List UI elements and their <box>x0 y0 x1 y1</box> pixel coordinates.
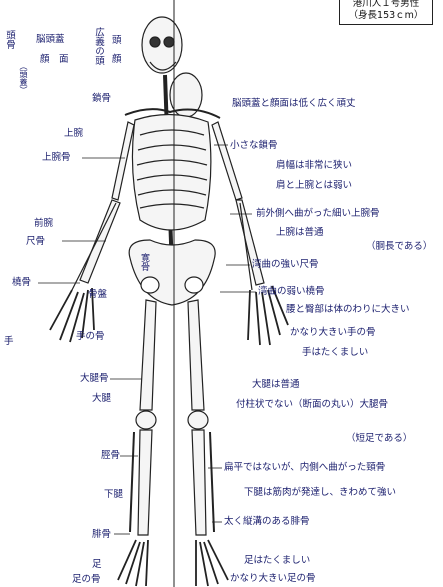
label-humerus: 上腕骨 <box>42 152 71 163</box>
note-thigh: 大腿は普通 <box>252 379 300 390</box>
rib-cage <box>132 114 210 230</box>
note-skull: 脳頭蓋と顔面は低く広く頑丈 <box>232 98 356 109</box>
note-hand: 手はたくましい <box>302 347 368 358</box>
label-foot: 足 <box>92 559 102 570</box>
left-humerus <box>112 122 134 200</box>
label-head-1: 頭 <box>112 35 122 46</box>
label-hand: 手 <box>4 336 14 347</box>
note-humerus: 前外側へ曲がった細い上腕骨 <box>256 208 380 219</box>
note-hand-bones: かなり大きい手の骨 <box>290 327 376 338</box>
left-foot <box>118 540 148 586</box>
note-lower-leg: 下腿は筋肉が発達し、きわめて強い <box>244 487 396 498</box>
right-femur <box>188 300 204 410</box>
note-upper-arm: 上腕は普通 <box>276 227 324 238</box>
note-foot-bones: かなり大きい足の骨 <box>230 573 316 584</box>
right-tibia <box>192 430 206 535</box>
left-femur <box>140 300 156 410</box>
pelvis <box>129 240 215 305</box>
note-foot: 足はたくましい <box>244 555 310 566</box>
label-lower-leg: 下腿 <box>104 489 123 500</box>
label-ulna: 尺骨 <box>26 236 45 247</box>
label-face: 顔 面 <box>40 54 69 65</box>
note-ulna: 湾曲の強い尺骨 <box>252 259 319 270</box>
label-head-broad: 広義の頭 <box>93 27 104 65</box>
label-sacrum: 寛骨 <box>138 253 149 271</box>
label-clavicle: 鎖骨 <box>92 93 111 104</box>
note-femur: 付柱状でない（断面の丸い）大腿骨 <box>236 399 388 410</box>
label-upper-arm: 上腕 <box>64 128 83 139</box>
label-femur: 大腿骨 <box>80 373 109 384</box>
label-head-bone-sub: （頭蓋） <box>18 62 29 94</box>
skull <box>142 17 182 73</box>
note-shoulder-width: 肩幅は非常に狭い <box>276 160 352 171</box>
note-long-torso: （胴長である） <box>366 241 432 252</box>
caption-title: 港川人１号男性 <box>340 0 432 10</box>
note-short-legs: （短足である） <box>346 433 412 444</box>
caption-height: （身長153ｃm） <box>340 10 432 22</box>
note-fibula: 太く縦溝のある腓骨 <box>224 516 310 527</box>
label-hand-bones: 手の骨 <box>76 331 105 342</box>
label-radius: 橈骨 <box>12 277 31 288</box>
note-clavicle: 小さな鎖骨 <box>230 140 278 151</box>
label-pelvis: 骨盤 <box>88 289 107 300</box>
label-head-bone: 頭骨 <box>4 30 15 49</box>
caption-box: 港川人１号男性 （身長153ｃm） <box>339 0 433 25</box>
right-fibula <box>210 432 214 532</box>
left-fibula <box>130 432 134 532</box>
label-thigh: 大腿 <box>92 393 111 404</box>
right-foot <box>196 540 228 586</box>
left-tibia <box>138 430 152 535</box>
note-hips: 腰と臀部は体のわりに大きい <box>286 304 410 315</box>
label-forearm: 前腕 <box>34 218 53 229</box>
right-humerus <box>212 122 242 200</box>
label-neurocranium: 脳頭蓋 <box>36 34 65 45</box>
note-radius: 湾曲の弱い橈骨 <box>258 286 325 297</box>
label-head-2: 顔 <box>112 54 122 65</box>
note-shoulder-weak: 肩と上腕とは弱い <box>276 180 352 191</box>
left-forearm <box>80 200 120 283</box>
label-foot-bones: 足の骨 <box>72 574 101 585</box>
label-tibia: 脛骨 <box>101 450 120 461</box>
note-tibia: 扁平ではないが、内側へ曲がった頸骨 <box>224 462 385 473</box>
label-fibula: 腓骨 <box>92 529 111 540</box>
